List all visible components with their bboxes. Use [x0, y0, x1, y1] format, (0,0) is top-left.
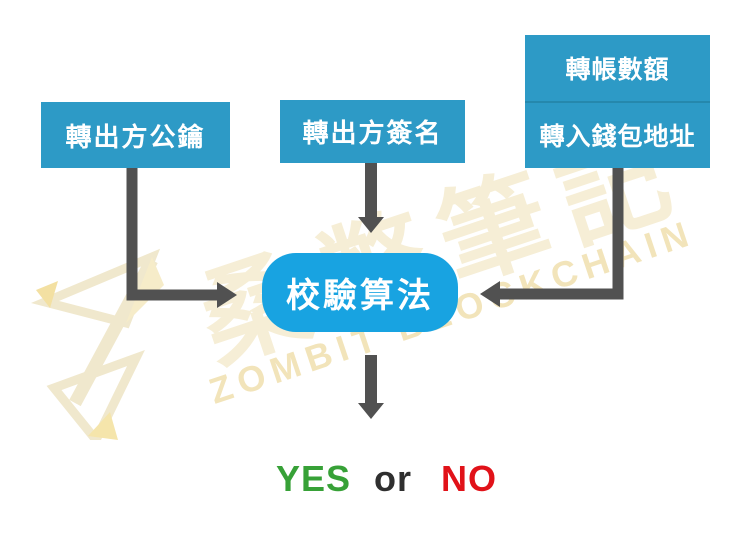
- arrow-transaction-data-to-algorithm: [480, 168, 624, 307]
- arrow-public-key-to-algorithm: [126, 168, 237, 308]
- node-transfer-amount-label: 轉帳數額: [565, 55, 670, 84]
- result-text: YES or NO: [276, 458, 497, 500]
- arrow-signature-to-algorithm: [358, 163, 384, 233]
- node-transaction-data-group: 轉帳數額 轉入錢包地址: [525, 35, 710, 168]
- node-verification-algorithm-label: 校驗算法: [286, 277, 434, 315]
- node-transfer-amount: 轉帳數額: [525, 35, 710, 103]
- node-verification-algorithm: 校驗算法: [262, 253, 458, 332]
- result-or: or: [374, 458, 413, 499]
- result-no: NO: [441, 458, 498, 499]
- node-sender-signature: 轉出方簽名: [280, 100, 465, 163]
- node-destination-wallet-address-label: 轉入錢包地址: [539, 123, 696, 152]
- arrow-algorithm-to-result: [358, 355, 384, 419]
- zombit-logo-watermark: [30, 248, 164, 440]
- node-destination-wallet-address: 轉入錢包地址: [525, 102, 710, 168]
- node-sender-public-key-label: 轉出方公鑰: [65, 121, 206, 152]
- node-sender-signature-label: 轉出方簽名: [302, 118, 443, 148]
- node-sender-public-key: 轉出方公鑰: [41, 102, 230, 168]
- result-yes: YES: [276, 458, 352, 499]
